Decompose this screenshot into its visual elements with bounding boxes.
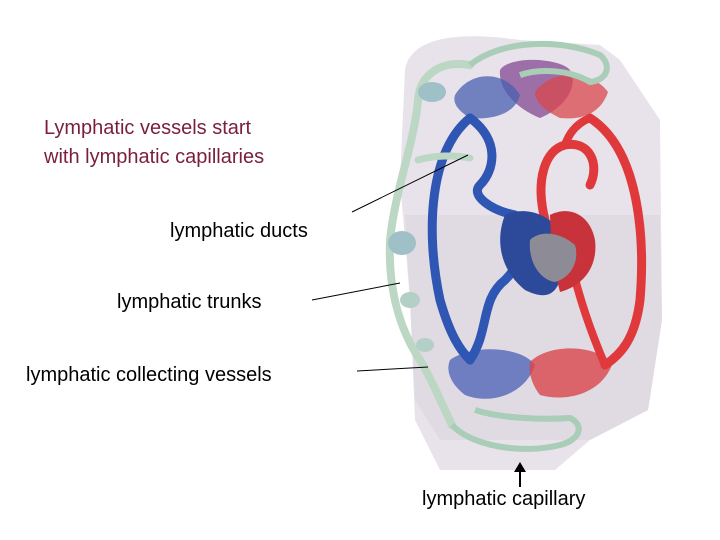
lymph-duct-branch bbox=[414, 152, 474, 164]
label-lymphatic-capillary: lymphatic capillary bbox=[422, 488, 586, 510]
label-lymphatic-ducts: lymphatic ducts bbox=[170, 220, 308, 242]
upper-capillary-bed-arterial bbox=[535, 74, 608, 119]
lymph-upper-capillaries bbox=[468, 40, 610, 86]
upper-capillary-bed-venous bbox=[454, 76, 520, 119]
title-line-2: with lymphatic capillaries bbox=[44, 146, 265, 168]
lymph-node-upper bbox=[418, 82, 446, 102]
lymph-lower-capillaries bbox=[449, 407, 582, 452]
lymph-node-bottom bbox=[416, 338, 434, 352]
artery-upper-feed bbox=[561, 114, 594, 149]
label-lymphatic-collecting-vessels: lymphatic collecting vessels bbox=[26, 364, 272, 386]
label-lymphatic-trunks: lymphatic trunks bbox=[117, 291, 262, 313]
pointer-line-ducts bbox=[351, 154, 469, 213]
title-line-1: Lymphatic vessels start bbox=[44, 117, 252, 139]
heart-ventricles bbox=[529, 233, 577, 282]
lymph-node-lower bbox=[400, 292, 420, 308]
artery-right-loop bbox=[585, 113, 647, 370]
vein-upper-to-heart bbox=[465, 113, 520, 220]
pointer-line-trunks bbox=[311, 282, 401, 301]
vein-left-loop bbox=[427, 113, 475, 365]
pointer-line-collecting bbox=[356, 366, 429, 372]
pointer-arrowhead-capillary bbox=[514, 462, 526, 472]
lower-capillary-bed-arterial bbox=[529, 348, 612, 398]
lymph-node-middle bbox=[388, 231, 416, 255]
